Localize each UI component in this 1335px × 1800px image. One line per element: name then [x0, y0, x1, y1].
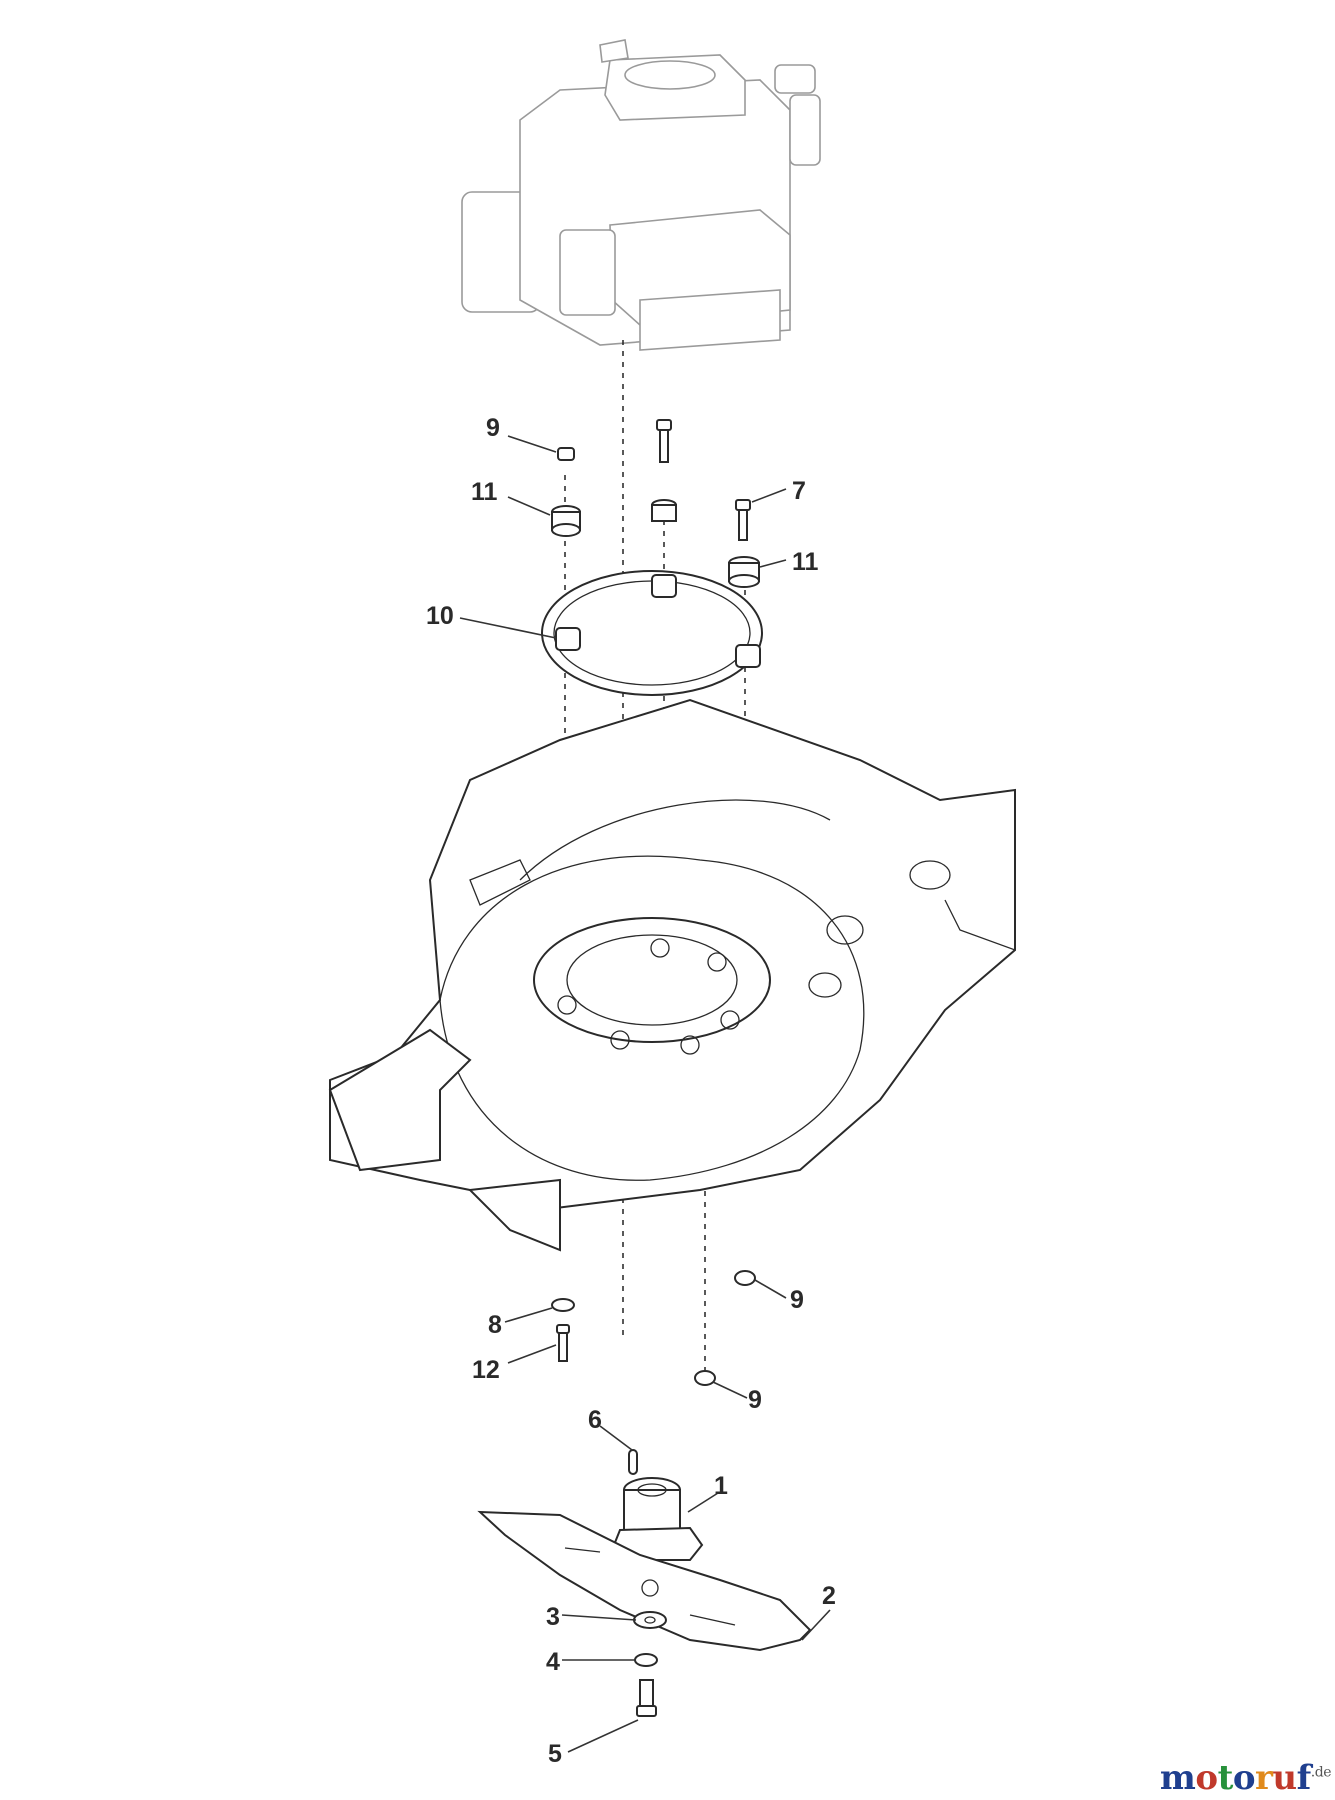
watermark-letter: f: [1296, 1758, 1312, 1798]
engine-mount-ring-icon: [541, 570, 763, 696]
mower-deck-icon: [328, 698, 1016, 1252]
watermark-letter: m: [1159, 1758, 1196, 1798]
pin-icon: [628, 1449, 638, 1475]
callout-10: 10: [426, 602, 454, 630]
callout-4: 4: [546, 1648, 560, 1676]
nut-icon: [694, 1370, 716, 1386]
watermark: motoruf.de: [1159, 1758, 1332, 1798]
bolt-icon: [636, 1679, 657, 1717]
callout-11-left: 11: [471, 478, 498, 506]
engine-icon: [461, 39, 821, 351]
callout-7: 7: [792, 477, 806, 505]
watermark-letter: o: [1195, 1758, 1218, 1798]
nut-icon: [551, 1298, 575, 1312]
callout-5: 5: [548, 1740, 562, 1768]
bolt-icon: [735, 499, 751, 541]
callout-6: 6: [588, 1406, 602, 1434]
spacer-icon: [551, 505, 581, 537]
bolt-icon: [656, 419, 672, 463]
washer-icon: [634, 1653, 658, 1667]
spacer-icon: [728, 556, 760, 588]
watermark-suffix: .de: [1310, 1764, 1332, 1781]
callout-9-right-lower: 9: [748, 1386, 762, 1414]
watermark-letter: t: [1217, 1758, 1234, 1798]
bolt-icon: [556, 1324, 570, 1362]
washer-icon: [633, 1611, 667, 1629]
blade-icon: [477, 1510, 812, 1652]
watermark-letter: u: [1272, 1758, 1297, 1798]
watermark-letter: o: [1232, 1758, 1256, 1798]
nut-icon: [557, 447, 575, 461]
watermark-letter: r: [1255, 1758, 1273, 1798]
leader-lines: [459, 435, 831, 1753]
spacer-icon: [651, 499, 677, 522]
callout-11-right: 11: [792, 548, 819, 576]
callout-9-top: 9: [486, 414, 500, 442]
nut-icon: [734, 1270, 756, 1286]
callout-1: 1: [714, 1472, 728, 1500]
callout-8: 8: [488, 1311, 502, 1339]
callout-2: 2: [822, 1582, 836, 1610]
callout-3: 3: [546, 1603, 560, 1631]
callout-9-right-upper: 9: [790, 1286, 804, 1314]
callout-12: 12: [472, 1356, 500, 1384]
